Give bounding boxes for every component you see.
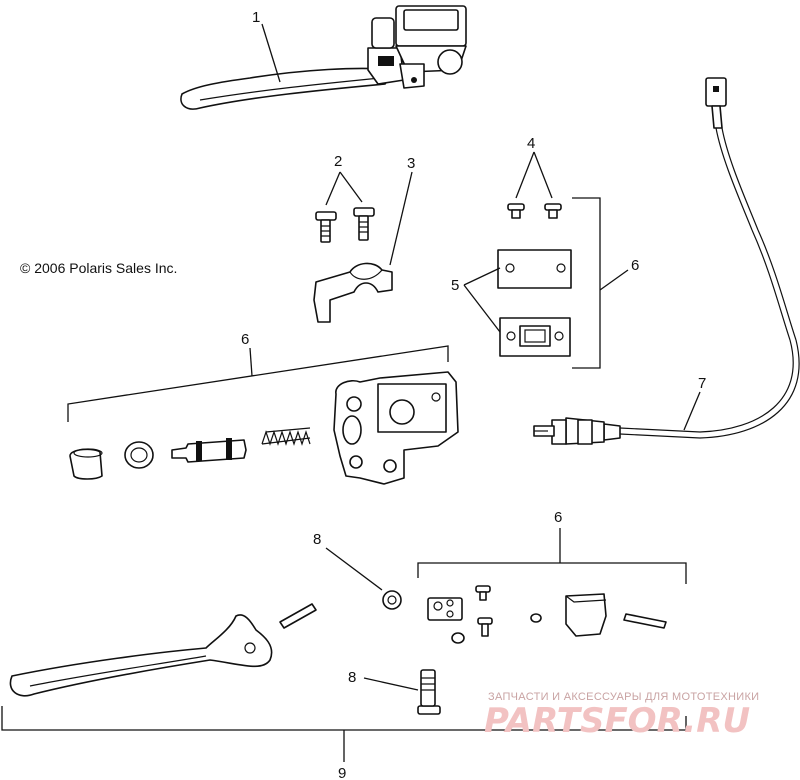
- watermark-tagline: ЗАПЧАСТИ И АКСЕССУАРЫ ДЛЯ МОТОТЕХНИКИ: [488, 691, 759, 703]
- lever-assembly: [9, 603, 441, 715]
- clamp: [313, 262, 393, 323]
- callout-3: 3: [407, 155, 415, 172]
- washer: [382, 590, 402, 610]
- callout-7: 7: [698, 375, 706, 392]
- callout-1: 1: [252, 9, 260, 26]
- callout-8-top: 8: [313, 531, 321, 548]
- callout-6-right: 6: [631, 257, 639, 274]
- copyright-text: © 2006 Polaris Sales Inc.: [20, 260, 177, 276]
- callout-5: 5: [451, 277, 459, 294]
- master-cylinder-rebuild-kit: [69, 371, 459, 485]
- callout-8-bottom: 8: [348, 669, 356, 686]
- callout-6-lower: 6: [554, 509, 562, 526]
- callout-2: 2: [334, 153, 342, 170]
- callout-6-left: 6: [241, 331, 249, 348]
- watermark-brand: PARTSFOR.RU: [484, 701, 750, 741]
- reservoir-cover-gasket: [497, 249, 572, 357]
- cover-screws: [507, 203, 562, 219]
- callout-4: 4: [527, 135, 535, 152]
- lever-hardware-kit: [427, 585, 667, 644]
- brake-light-switch-cable: [533, 77, 800, 445]
- master-cylinder-lever-assembly: [180, 5, 467, 110]
- callout-9: 9: [338, 765, 346, 780]
- screws: [315, 207, 375, 243]
